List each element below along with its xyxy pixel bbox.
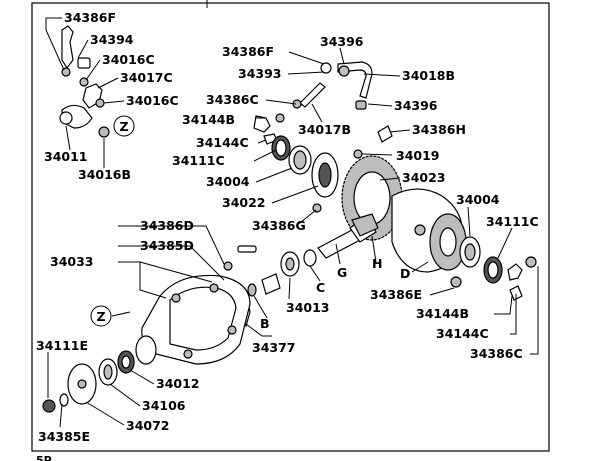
label-34386F-b: 34386F — [222, 44, 274, 59]
oil-seal-34106 — [98, 358, 118, 386]
label-34033: 34033 — [50, 254, 94, 269]
page-code: 5P — [36, 454, 52, 461]
breather-tube-group — [253, 61, 393, 159]
label-34386G: 34386G — [252, 218, 306, 233]
differential-case — [391, 188, 467, 273]
bearing-pinion — [280, 249, 317, 277]
washer-34385E — [59, 393, 69, 407]
label-34072: 34072 — [126, 418, 170, 433]
label-34393: 34393 — [238, 66, 282, 81]
nut-34111E — [42, 399, 56, 413]
label-34386D: 34386D — [140, 218, 194, 233]
label-34022: 34022 — [222, 195, 266, 210]
label-34385E: 34385E — [38, 429, 90, 444]
label-34111C-b: 34111C — [486, 214, 539, 229]
label-34016C-a: 34016C — [102, 52, 155, 67]
label-34386H: 34386H — [412, 122, 466, 137]
bearing-34012 — [117, 350, 135, 374]
leader-lines — [45, 17, 539, 428]
label-34377: 34377 — [252, 340, 296, 355]
label-34386C-b: 34386C — [470, 346, 523, 361]
label-34012: 34012 — [156, 376, 200, 391]
label-letter-C: C — [316, 280, 325, 295]
label-34111C-a: 34111C — [172, 153, 225, 168]
plug-34386C-lower — [507, 256, 537, 301]
bearing-34004-lower — [459, 236, 481, 268]
bolt-34386D — [223, 245, 257, 271]
label-34396-a: 34396 — [320, 34, 364, 49]
label-letter-G: G — [337, 265, 347, 280]
label-34011: 34011 — [44, 149, 88, 164]
zone-marker-upper: Z — [113, 115, 135, 137]
label-34004-a: 34004 — [206, 174, 250, 189]
bearing-34111C-lower — [483, 256, 503, 284]
label-letter-H: H — [372, 256, 382, 271]
label-34017C: 34017C — [120, 70, 173, 85]
label-34106: 34106 — [142, 398, 186, 413]
label-letter-B: B — [260, 316, 270, 331]
label-34017B: 34017B — [298, 122, 351, 137]
label-34018B: 34018B — [402, 68, 455, 83]
diagram-frame — [31, 2, 550, 452]
label-34386F-a: 34386F — [64, 10, 116, 25]
pinion-shaft — [317, 213, 379, 259]
label-34016C-b: 34016C — [126, 93, 179, 108]
zone-marker-upper-text: Z — [119, 119, 128, 134]
label-34111E: 34111E — [36, 338, 88, 353]
differential-housing — [135, 274, 251, 365]
label-34019: 34019 — [396, 148, 440, 163]
label-34016B: 34016B — [78, 167, 131, 182]
label-34396-b: 34396 — [394, 98, 438, 113]
bolt-34386E — [450, 276, 462, 288]
label-34144B-a: 34144B — [182, 112, 235, 127]
part-labels: 34386F 34394 34016C 34017C 34016C 34011 … — [36, 10, 539, 444]
label-34004-b: 34004 — [456, 192, 500, 207]
label-34144B-b: 34144B — [416, 306, 469, 321]
spacer-34022 — [311, 152, 339, 198]
label-34394: 34394 — [90, 32, 134, 47]
label-34386E: 34386E — [370, 287, 422, 302]
bolt-34386G — [312, 203, 322, 213]
zone-marker-lower-text: Z — [96, 309, 105, 324]
breather-assembly — [59, 25, 110, 138]
bearing-34004-upper — [288, 145, 312, 175]
label-34385D: 34385D — [140, 238, 194, 253]
label-34386C-a: 34386C — [206, 92, 259, 107]
bearing-34111C-upper — [271, 135, 291, 161]
flange-34072 — [67, 363, 97, 405]
spacer-34013 — [261, 273, 281, 295]
label-34144C-a: 34144C — [196, 135, 249, 150]
label-34144C-b: 34144C — [436, 326, 489, 341]
zone-marker-lower: Z — [90, 305, 112, 327]
label-34023: 34023 — [402, 170, 446, 185]
label-34013: 34013 — [286, 300, 330, 315]
label-letter-D: D — [400, 266, 410, 281]
